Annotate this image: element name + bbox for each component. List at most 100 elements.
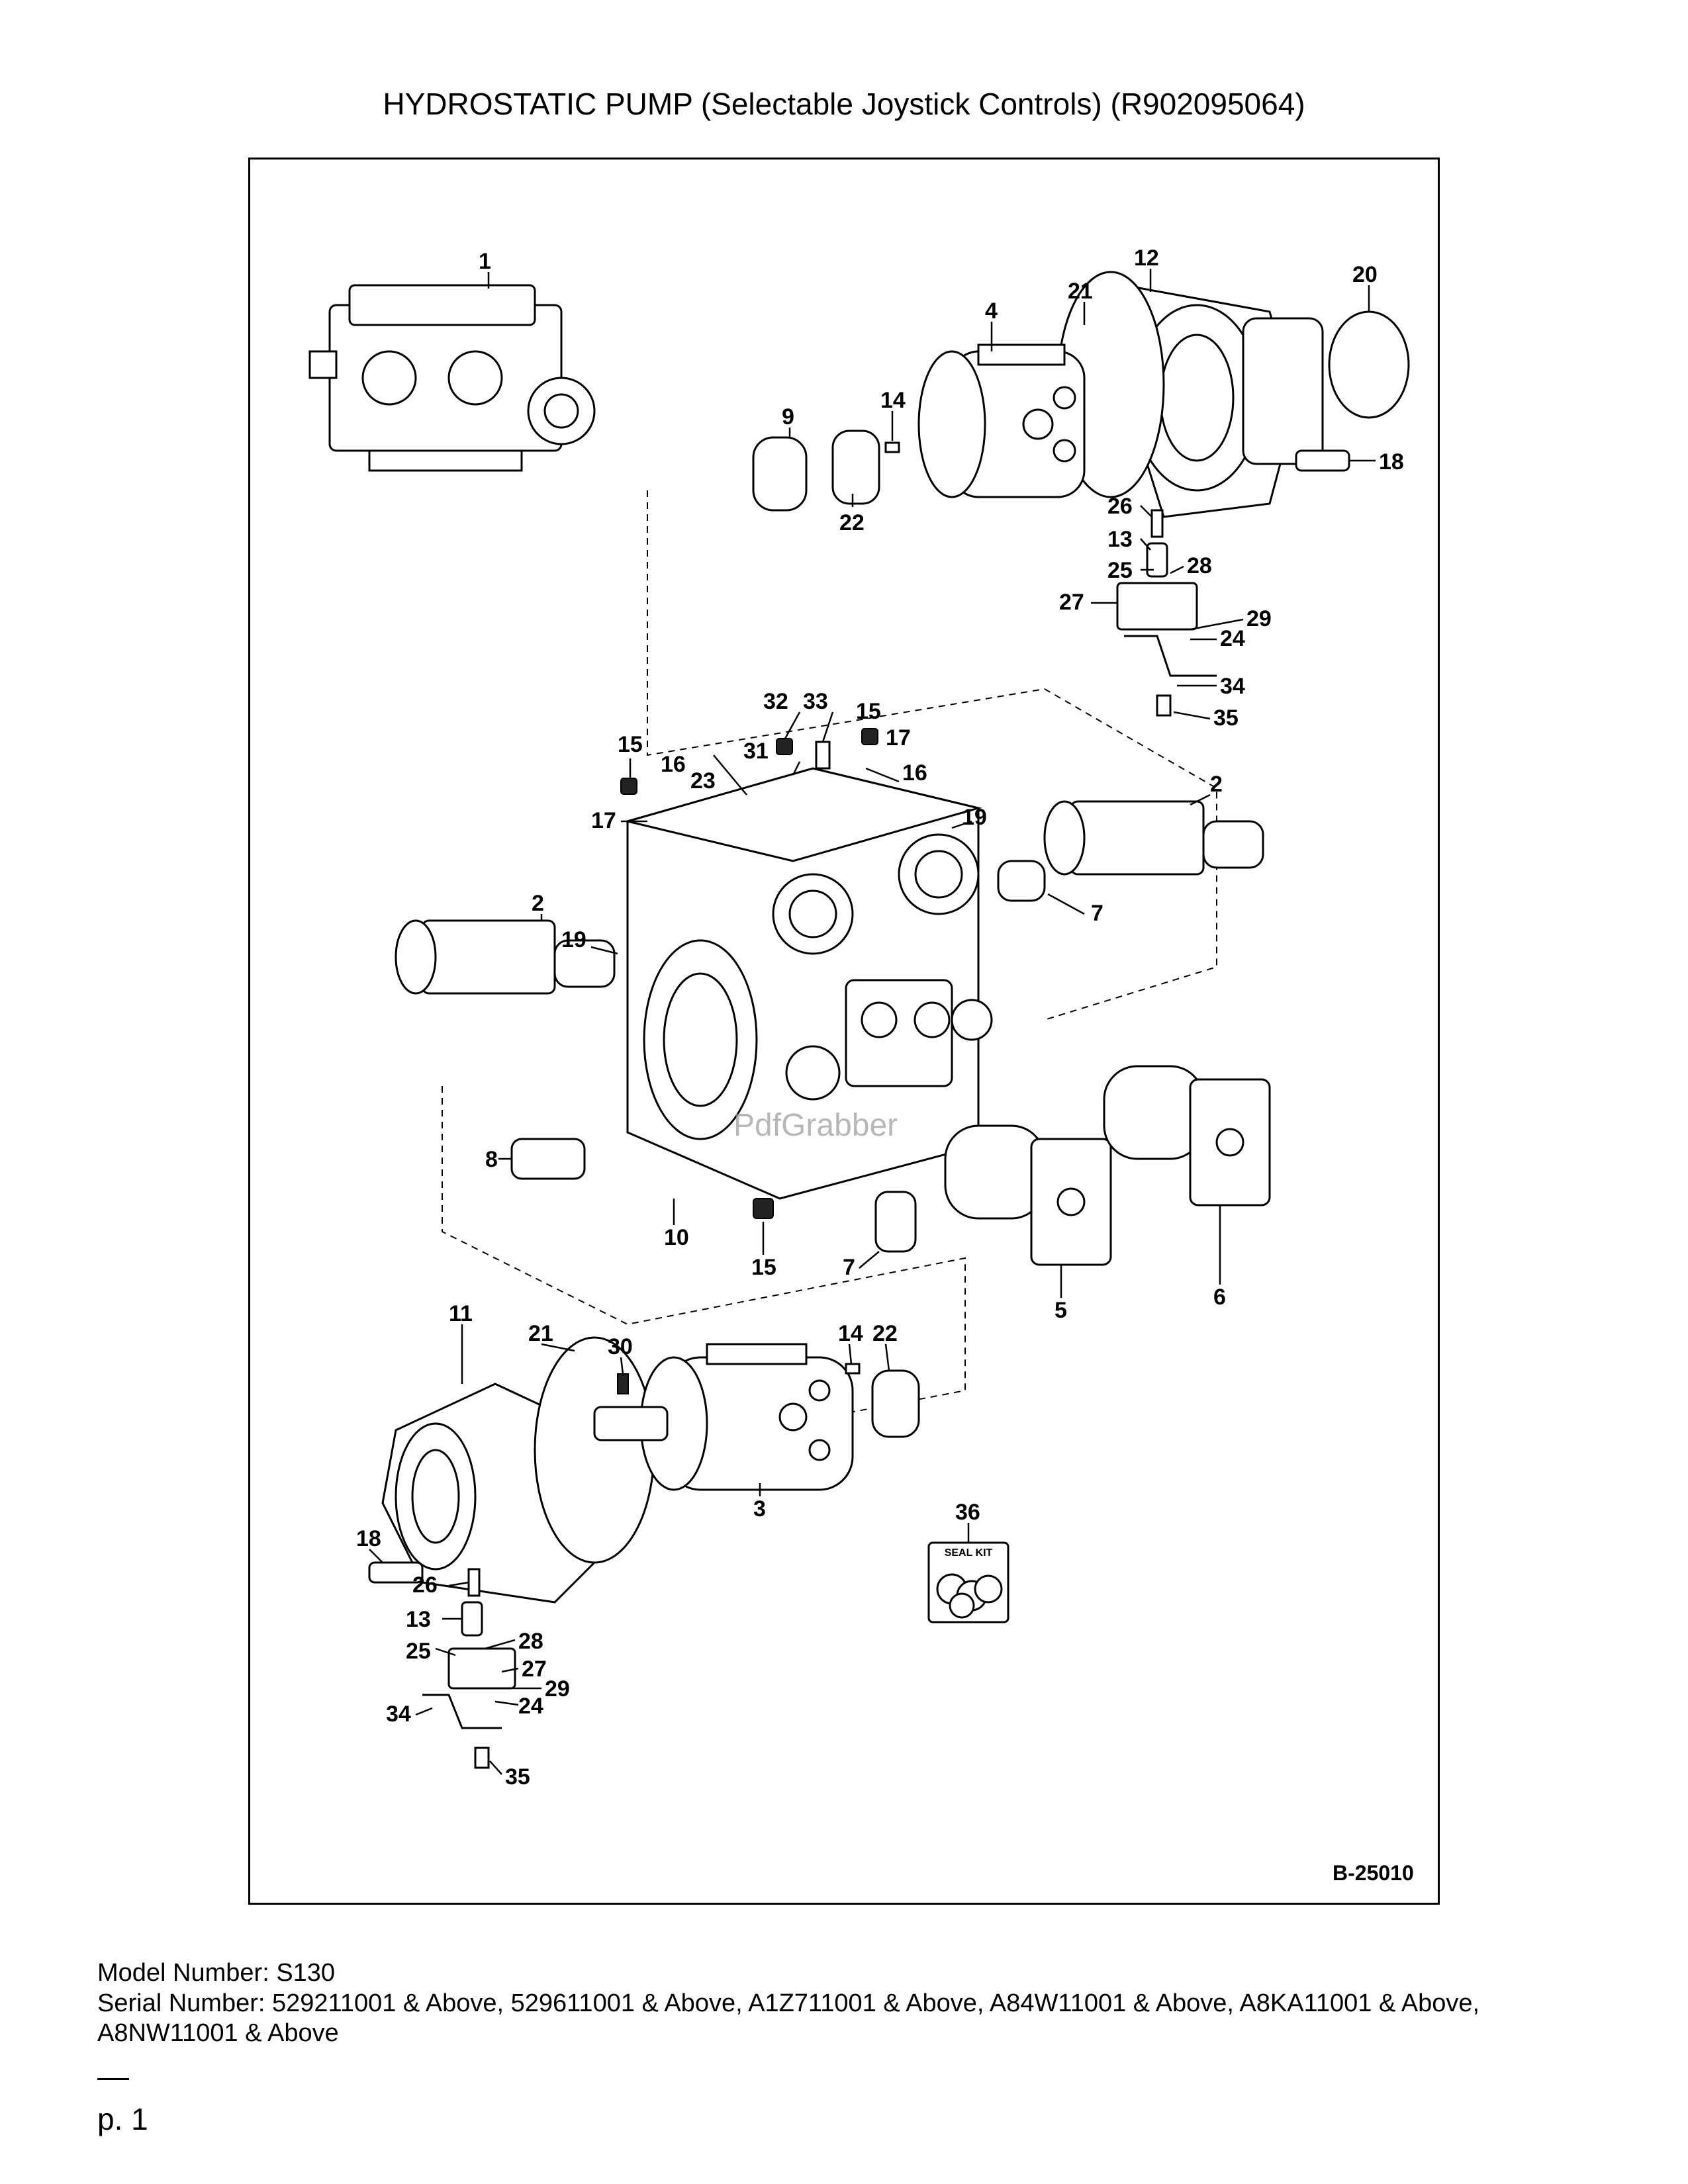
callout-34-top: 34 bbox=[1220, 674, 1245, 699]
callout-4: 4 bbox=[985, 298, 998, 324]
screw-part-33 bbox=[815, 741, 831, 770]
bracket-part-34-top bbox=[1124, 635, 1217, 677]
callout-21-top: 21 bbox=[1068, 279, 1093, 304]
callout-7-right: 7 bbox=[1091, 901, 1103, 926]
callout-34-bottom: 34 bbox=[386, 1702, 411, 1727]
seal-kit-label: SEAL KIT bbox=[945, 1547, 993, 1559]
callout-2-left: 2 bbox=[532, 891, 544, 916]
valve-part-2-right bbox=[1043, 800, 1264, 876]
callout-labels: 1 12 20 21 4 14 9 22 18 26 13 25 28 27 2… bbox=[356, 246, 1404, 1790]
cartridge-part-6 bbox=[1103, 1065, 1271, 1206]
callout-32: 32 bbox=[763, 689, 788, 714]
plug-part-15-right bbox=[861, 728, 878, 745]
callout-20: 20 bbox=[1352, 262, 1378, 287]
pin-part-26-bottom bbox=[467, 1568, 481, 1597]
callout-22-bottom: 22 bbox=[872, 1321, 898, 1346]
bearing-part-22-top bbox=[831, 430, 880, 505]
screw-part-18-bottom bbox=[368, 1561, 424, 1584]
callout-26-bottom: 26 bbox=[412, 1572, 438, 1598]
callout-36: 36 bbox=[955, 1500, 980, 1525]
rotating-group-part-4 bbox=[917, 343, 1086, 498]
housing-part-12 bbox=[1123, 284, 1324, 518]
screw-part-35-bottom bbox=[474, 1747, 490, 1769]
callout-27-top: 27 bbox=[1059, 590, 1084, 615]
plug-part-13-bottom bbox=[461, 1601, 483, 1637]
cartridge-part-5 bbox=[944, 1124, 1112, 1266]
callout-14-bottom: 14 bbox=[838, 1321, 863, 1346]
callout-25-top: 25 bbox=[1107, 558, 1133, 583]
callout-17-right: 17 bbox=[886, 725, 911, 751]
figure-id: B-25010 bbox=[1333, 1861, 1414, 1885]
callout-27-bottom: 27 bbox=[522, 1657, 547, 1682]
plug-part-7-lower bbox=[874, 1191, 917, 1253]
callout-15-bottom: 15 bbox=[751, 1255, 776, 1280]
plug-part-13-top bbox=[1146, 542, 1168, 578]
callout-31: 31 bbox=[743, 739, 769, 764]
o-ring-part-20 bbox=[1328, 310, 1410, 419]
assembled-pump-part-1 bbox=[308, 284, 596, 472]
callout-30: 30 bbox=[608, 1334, 633, 1359]
callout-25-bottom: 25 bbox=[406, 1639, 431, 1664]
screw-part-35-top bbox=[1156, 694, 1172, 717]
callout-18-top: 18 bbox=[1379, 449, 1404, 475]
callout-1: 1 bbox=[479, 249, 491, 274]
callout-13-top: 13 bbox=[1107, 527, 1133, 552]
callout-16-right: 16 bbox=[902, 760, 927, 786]
callout-23: 23 bbox=[690, 768, 716, 794]
bearing-part-9 bbox=[752, 436, 808, 512]
exploded-parts-diagram: SEAL KIT PdfGrabber bbox=[248, 158, 1440, 1905]
watermark-text: PdfGrabber bbox=[733, 1108, 898, 1143]
callout-33: 33 bbox=[803, 689, 828, 714]
callout-17-left: 17 bbox=[591, 808, 616, 833]
callout-22-top: 22 bbox=[839, 510, 865, 535]
o-ring-part-21-bottom bbox=[534, 1336, 655, 1564]
model-number: Model Number: S130 bbox=[97, 1959, 336, 1987]
screw-part-18-top bbox=[1295, 449, 1350, 472]
key-part-14-bottom bbox=[845, 1363, 861, 1375]
control-block-part-27-bottom bbox=[447, 1647, 516, 1690]
control-block-part-27-top bbox=[1116, 582, 1198, 631]
callout-3: 3 bbox=[753, 1496, 766, 1522]
callout-14-top: 14 bbox=[880, 388, 906, 413]
plug-part-8 bbox=[510, 1138, 586, 1180]
seal-kit-part-36: SEAL KIT bbox=[927, 1541, 1009, 1623]
leader-lines bbox=[369, 269, 1376, 1775]
callout-24-top: 24 bbox=[1220, 626, 1245, 651]
callout-19-left: 19 bbox=[561, 927, 586, 952]
page-number: p. 1 bbox=[97, 2102, 148, 2136]
callout-8: 8 bbox=[485, 1147, 498, 1172]
footer-divider bbox=[97, 2078, 129, 2080]
callout-15-right: 15 bbox=[856, 699, 881, 724]
callout-6: 6 bbox=[1213, 1285, 1226, 1310]
callout-5: 5 bbox=[1055, 1298, 1067, 1323]
upper-explode-boundary bbox=[647, 490, 1217, 1021]
key-part-14-top bbox=[884, 441, 900, 453]
callout-24-bottom: 24 bbox=[518, 1694, 543, 1719]
callout-19-right: 19 bbox=[962, 805, 987, 830]
bearing-part-22-bottom bbox=[871, 1369, 920, 1438]
callout-13-bottom: 13 bbox=[406, 1607, 431, 1632]
pin-part-30 bbox=[617, 1373, 629, 1394]
callout-12: 12 bbox=[1134, 246, 1159, 271]
bracket-part-34-bottom bbox=[422, 1694, 502, 1729]
callout-29-top: 29 bbox=[1246, 606, 1272, 631]
callout-28-top: 28 bbox=[1187, 553, 1212, 578]
middle-explode-boundary bbox=[442, 1086, 966, 1418]
callout-11: 11 bbox=[449, 1301, 473, 1326]
callout-15-left: 15 bbox=[618, 732, 643, 757]
plug-part-15-left bbox=[620, 778, 637, 795]
callout-18-bottom: 18 bbox=[356, 1526, 381, 1551]
callout-10: 10 bbox=[664, 1225, 689, 1250]
page-title: HYDROSTATIC PUMP (Selectable Joystick Co… bbox=[383, 87, 1305, 121]
plug-part-32 bbox=[776, 738, 793, 755]
serial-numbers: Serial Number: 529211001 & Above, 529611… bbox=[97, 1989, 1480, 2047]
callout-35-top: 35 bbox=[1213, 705, 1239, 731]
diagram-canvas: SEAL KIT PdfGrabber bbox=[308, 246, 1414, 1885]
plug-part-7-right bbox=[997, 860, 1046, 902]
callout-26-top: 26 bbox=[1107, 494, 1133, 519]
pin-part-26-top bbox=[1150, 509, 1164, 538]
callout-28-bottom: 28 bbox=[518, 1629, 543, 1654]
plug-part-15-bottom bbox=[753, 1198, 774, 1219]
callout-35-bottom: 35 bbox=[505, 1764, 530, 1790]
callout-2-right: 2 bbox=[1210, 772, 1223, 797]
